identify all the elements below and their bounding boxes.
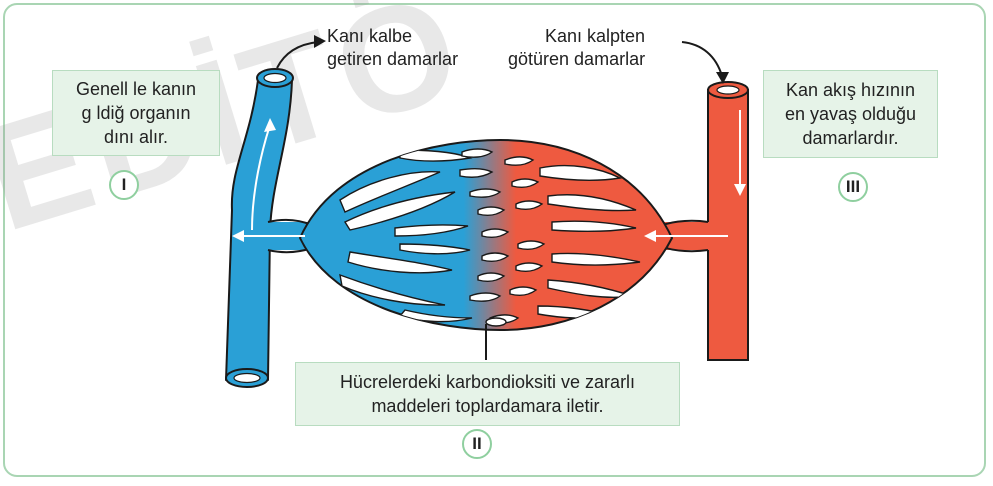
leader-arrow-to-heart bbox=[277, 42, 318, 68]
roman-II: II bbox=[462, 429, 492, 459]
vein-vessel bbox=[226, 69, 312, 387]
label-from-heart: Kanı kalpten götüren damarlar bbox=[508, 25, 645, 71]
roman-III: III bbox=[838, 172, 868, 202]
box-III: Kan akış hızının en yavaş olduğu damarla… bbox=[763, 70, 938, 158]
label-to-heart: Kanı kalbe getiren damarlar bbox=[327, 25, 458, 71]
leader-arrow-from-heart bbox=[682, 42, 722, 76]
box-II-text: Hücrelerdeki karbondioksiti ve zararlı m… bbox=[340, 370, 635, 418]
box-I-text: Genell le kanın g ldiğ organın dını alır… bbox=[76, 77, 196, 149]
capillary-network bbox=[300, 140, 672, 330]
roman-I: I bbox=[109, 170, 139, 200]
artery-vessel bbox=[660, 82, 748, 360]
box-I: Genell le kanın g ldiğ organın dını alır… bbox=[52, 70, 220, 156]
box-III-text: Kan akış hızının en yavaş olduğu damarla… bbox=[785, 78, 916, 150]
box-II: Hücrelerdeki karbondioksiti ve zararlı m… bbox=[295, 362, 680, 426]
